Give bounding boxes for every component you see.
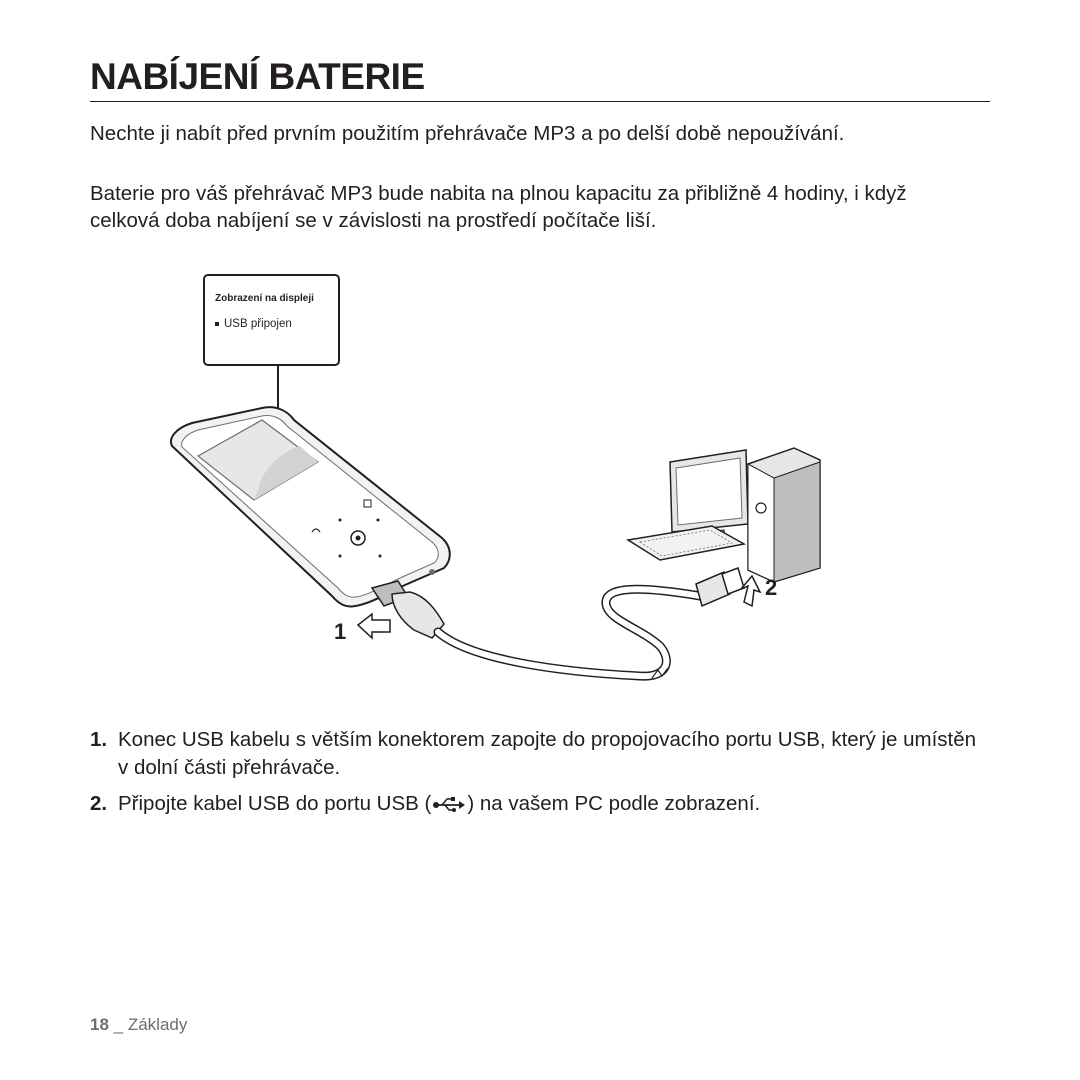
- title-divider: [90, 101, 990, 102]
- intro-paragraph-1: Nechte ji nabít před prvním použitím pře…: [90, 122, 845, 145]
- page-title: NABÍJENÍ BATERIE: [90, 56, 425, 97]
- charging-illustration: [170, 366, 821, 681]
- list-item-text: Konec USB kabelu s větším konektorem zap…: [118, 728, 977, 779]
- instruction-list: 1. Konec USB kabelu s větším konektorem …: [90, 726, 990, 826]
- list-item-text-before: Připojte kabel USB do portu USB (: [118, 792, 432, 815]
- figure-label-step1: 1: [334, 619, 347, 644]
- list-item-text-after: ) na vašem PC podle zobrazení.: [467, 792, 761, 815]
- arrow-icon-step1: [356, 612, 391, 640]
- callout-item: USB připojen: [215, 318, 292, 330]
- page-number: 18: [90, 1015, 109, 1034]
- footer-section: Základy: [127, 1015, 188, 1034]
- arrow-icon-step2: [740, 574, 762, 608]
- figure-label-step2: 2: [765, 575, 778, 600]
- bullet-icon: [215, 321, 219, 326]
- display-callout: Zobrazení na displeji USB připojen: [203, 274, 340, 366]
- desktop-pc-illustration: [625, 447, 821, 583]
- usb-icon: [433, 796, 466, 812]
- usb-cable-illustration: [370, 567, 745, 681]
- list-item: 1. Konec USB kabelu s větším konektorem …: [90, 726, 990, 782]
- callout-title: Zobrazení na displeji: [215, 293, 314, 304]
- list-item-number: 1.: [90, 728, 108, 751]
- callout-item-label: USB připojen: [224, 318, 292, 330]
- page-footer: 18 _ Základy: [90, 1015, 187, 1035]
- intro-paragraph-2: Baterie pro váš přehrávač MP3 bude nabit…: [90, 182, 907, 232]
- list-item-number: 2.: [90, 792, 108, 815]
- mp3-player-illustration: [170, 406, 451, 608]
- footer-separator: _: [108, 1015, 128, 1034]
- list-item: 2. Připojte kabel USB do portu USB ( ) n…: [90, 790, 990, 818]
